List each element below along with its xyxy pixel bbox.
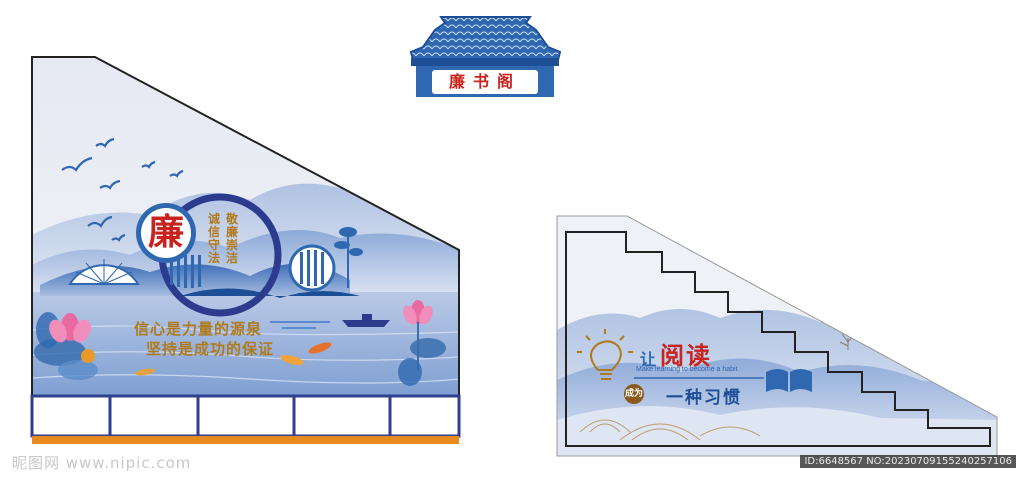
reading-subtitle-en: Make learning to become a habit <box>636 366 738 373</box>
reading-slogan: 一种习惯 <box>666 388 742 408</box>
top-sign <box>409 16 562 97</box>
reading-title-main: 阅读 <box>660 342 712 370</box>
left-wall <box>30 56 461 444</box>
slogan-line-1: 信心是力量的源泉 <box>134 320 263 338</box>
right-wall <box>556 215 998 457</box>
watermark-id: ID:6648567 NO:20230709155240257106 <box>800 455 1016 468</box>
slogan-line-2: 坚持是成功的保证 <box>146 340 275 358</box>
emblem-character: 廉 <box>147 211 184 253</box>
reading-title-prefix: 让 <box>640 350 657 369</box>
lightbulb-icon <box>577 329 633 380</box>
motto-column-2: 敬廉崇洁 <box>226 212 239 265</box>
top-sign-title: 廉书阁 <box>448 72 521 91</box>
lotus-flower-icon <box>49 313 95 363</box>
motto-column-1: 诚信守法 <box>208 212 221 265</box>
watermark-site: 昵图网 www.nipic.com <box>12 454 192 472</box>
book-icon <box>766 369 812 392</box>
reading-badge: 成为 <box>624 389 643 399</box>
